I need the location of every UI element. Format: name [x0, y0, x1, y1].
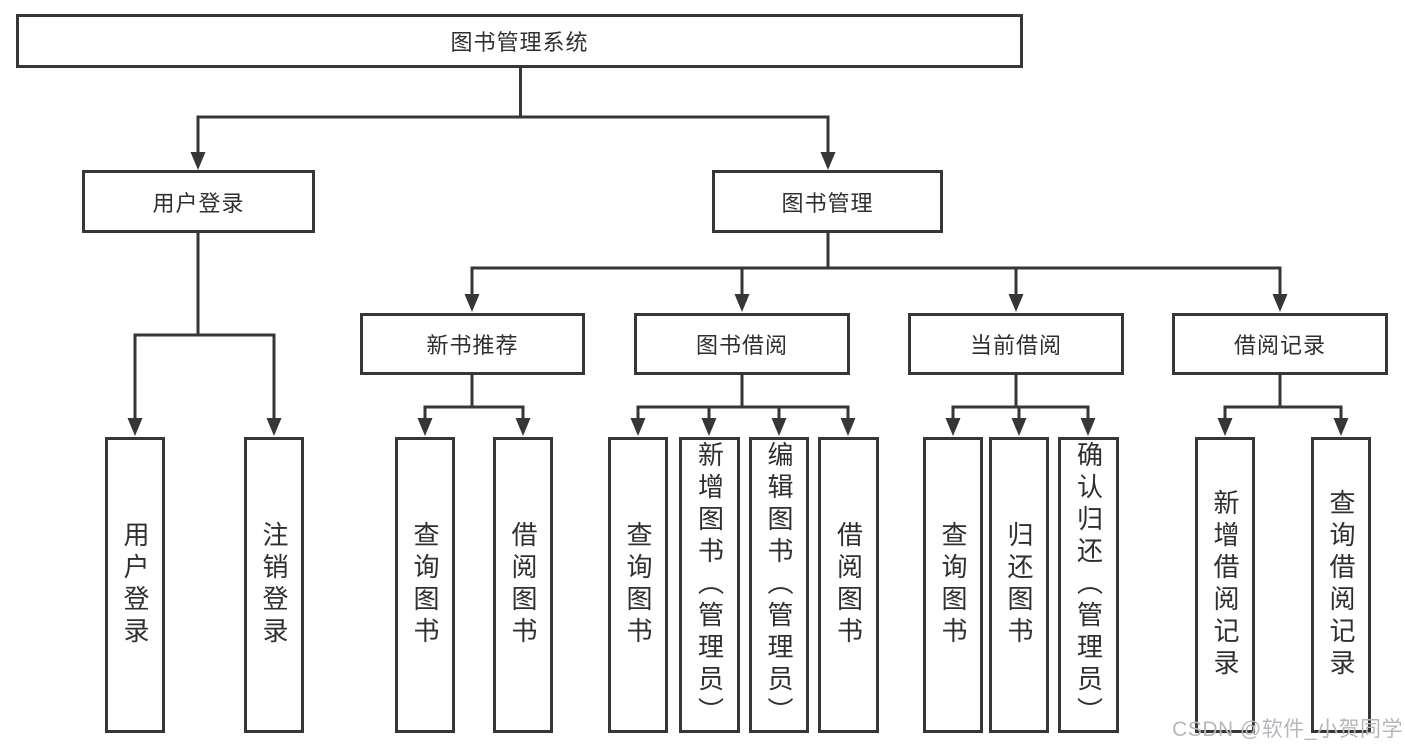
leaf-confirm-return-admin-label: 确认归还（管理员） [1073, 441, 1104, 729]
leaf-logout: 注销登录 [244, 437, 304, 733]
leaf-user-login-label: 用户登录 [120, 521, 150, 649]
node-user-login-branch: 用户登录 [82, 170, 315, 233]
leaf-query-borrow-record: 查询借阅记录 [1311, 437, 1371, 733]
node-user-login-branch-label: 用户登录 [152, 190, 245, 216]
leaf-borrow-books-recommend-label: 借阅图书 [508, 521, 538, 649]
leaf-edit-book-admin: 编辑图书（管理员） [749, 437, 809, 733]
node-book-management: 图书管理 [712, 170, 943, 233]
node-book-borrow: 图书借阅 [634, 313, 850, 375]
leaf-borrow-books-borrow: 借阅图书 [818, 437, 879, 733]
leaf-return-book-label: 归还图书 [1004, 521, 1034, 649]
leaf-query-books-borrow-label: 查询图书 [623, 521, 653, 649]
node-new-book-recommend: 新书推荐 [360, 313, 585, 375]
leaf-query-books-current-label: 查询图书 [938, 521, 968, 649]
node-root-label: 图书管理系统 [450, 30, 589, 55]
leaf-query-books-borrow: 查询图书 [608, 437, 668, 733]
node-book-borrow-label: 图书借阅 [695, 333, 788, 358]
leaf-borrow-books-borrow-label: 借阅图书 [833, 521, 864, 649]
leaf-query-borrow-record-label: 查询借阅记录 [1326, 489, 1356, 681]
leaf-query-books-recommend: 查询图书 [395, 437, 455, 733]
leaf-borrow-books-recommend: 借阅图书 [493, 437, 553, 733]
node-book-management-label: 图书管理 [781, 190, 874, 216]
leaf-user-login: 用户登录 [105, 437, 165, 733]
watermark: CSDN @软件_小贺同学 [1172, 718, 1403, 741]
node-borrow-records: 借阅记录 [1172, 313, 1388, 375]
leaf-add-borrow-record-label: 新增借阅记录 [1210, 489, 1240, 681]
node-current-borrow-label: 当前借阅 [969, 333, 1062, 358]
leaf-edit-book-admin-label: 编辑图书（管理员） [764, 441, 794, 729]
node-current-borrow: 当前借阅 [908, 313, 1124, 375]
leaf-add-book-admin: 新增图书（管理员） [679, 437, 740, 733]
leaf-add-book-admin-label: 新增图书（管理员） [694, 441, 725, 729]
node-root: 图书管理系统 [16, 14, 1023, 68]
leaf-query-books-recommend-label: 查询图书 [410, 521, 440, 649]
node-borrow-records-label: 借阅记录 [1233, 333, 1326, 358]
leaf-query-books-current: 查询图书 [923, 437, 983, 733]
node-new-book-recommend-label: 新书推荐 [426, 333, 519, 358]
leaf-confirm-return-admin: 确认归还（管理员） [1058, 437, 1119, 733]
leaf-logout-label: 注销登录 [259, 521, 289, 649]
leaf-return-book: 归还图书 [989, 437, 1049, 733]
leaf-add-borrow-record: 新增借阅记录 [1195, 437, 1255, 733]
